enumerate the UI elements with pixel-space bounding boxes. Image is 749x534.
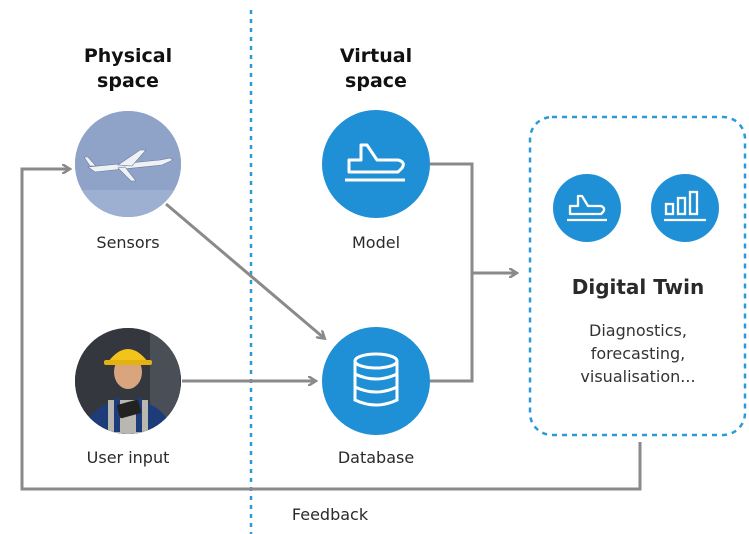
airplane-icon: [345, 143, 405, 182]
worker-photo-icon: [75, 328, 181, 434]
user-input-photo: [75, 328, 181, 434]
twin-chart-circle: [651, 174, 719, 242]
bar-chart-icon: [664, 190, 706, 222]
feedback-label: Feedback: [291, 505, 369, 524]
user-input-label: User input: [86, 448, 170, 467]
database-label: Database: [337, 448, 415, 467]
sensors-label: Sensors: [96, 233, 160, 252]
sensors-photo: [75, 111, 181, 217]
model-connector: [430, 162, 474, 270]
database-circle: [322, 327, 430, 435]
digital-twin-title: Digital Twin: [571, 275, 705, 299]
model-circle: [322, 110, 430, 218]
model-label: Model: [351, 233, 401, 252]
digital-twin-description: Diagnostics, forecasting, visualisation.…: [580, 321, 696, 386]
sensors-to-database-arrow: [165, 202, 324, 338]
database-icon: [353, 352, 399, 407]
virtual-space-heading: Virtual space: [339, 45, 413, 92]
twin-airplane-circle: [553, 174, 621, 242]
feedback-arrow: [20, 169, 642, 491]
airplane-photo-icon: [83, 149, 174, 182]
digital-twin-box: [528, 115, 747, 437]
database-connector: [430, 270, 474, 383]
airplane-icon: [567, 194, 607, 222]
physical-space-heading: Physical space: [83, 45, 173, 92]
